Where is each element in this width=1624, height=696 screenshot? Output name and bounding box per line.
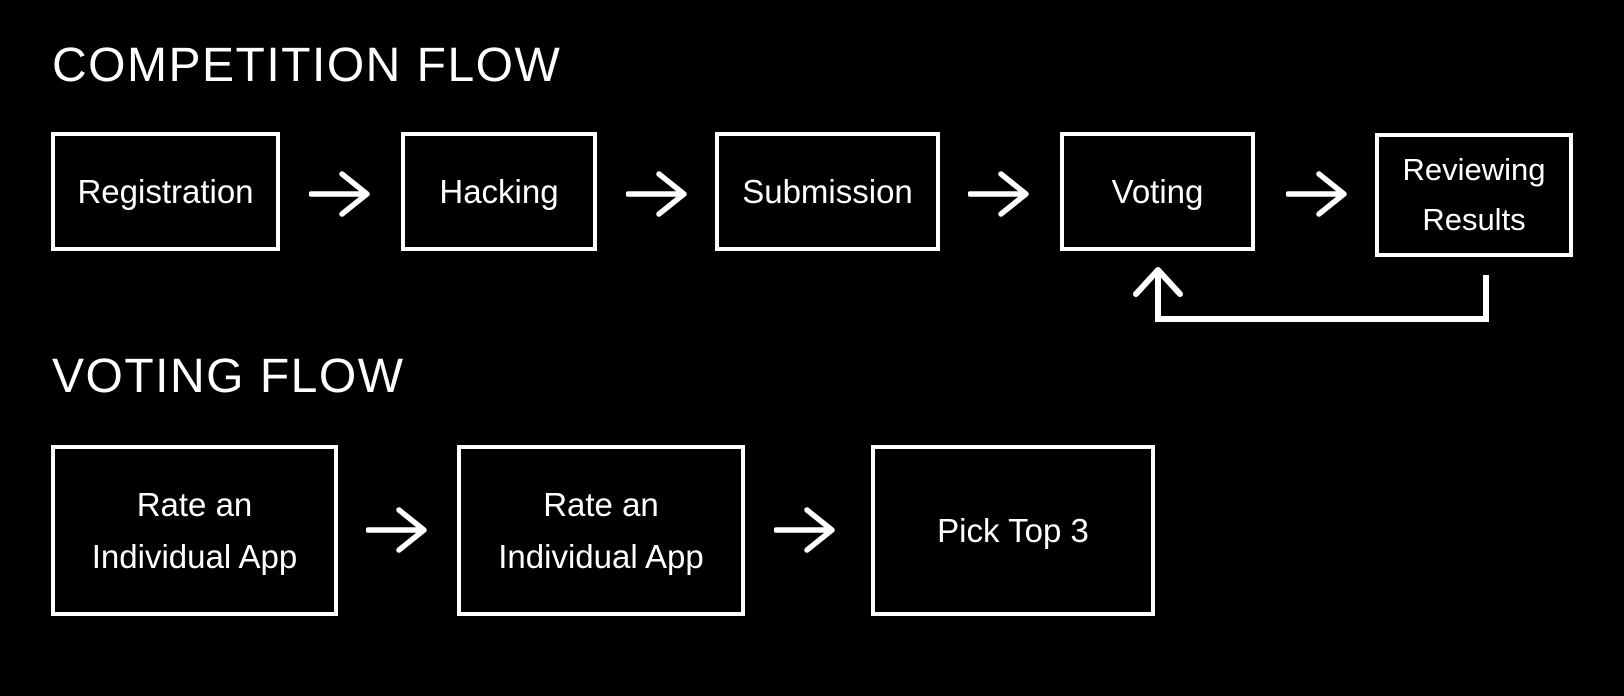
node-label: Rate an <box>136 486 253 524</box>
node-label: Submission <box>742 172 913 210</box>
node-label: Hacking <box>439 172 559 210</box>
arrow-right-icon <box>774 507 835 553</box>
node-label: Results <box>1422 202 1526 237</box>
flow-node-pick-top-3: Pick Top 3 <box>871 445 1155 616</box>
arrow-right-icon <box>309 171 370 217</box>
arrow-right-icon <box>1286 171 1347 217</box>
flow-node-registration: Registration <box>51 132 280 251</box>
loop-back-arrow-icon <box>1133 267 1489 322</box>
node-label: Voting <box>1111 172 1204 210</box>
section-title-voting-flow: VOTING FLOW <box>52 350 405 403</box>
flow-node-hacking: Hacking <box>401 132 597 251</box>
flow-node-voting: Voting <box>1060 132 1255 251</box>
node-label: Individual App <box>498 537 704 575</box>
node-label: Rate an <box>543 486 659 524</box>
node-label: Reviewing <box>1402 151 1546 187</box>
arrow-right-icon <box>366 507 427 553</box>
flow-node-rate-individual-app-1: Rate an Individual App <box>51 445 338 616</box>
flow-node-reviewing-results: Reviewing Results <box>1375 133 1573 257</box>
arrow-right-icon <box>626 171 687 217</box>
section-title-competition-flow: COMPETITION FLOW <box>52 39 562 92</box>
node-label: Registration <box>77 172 254 210</box>
flow-node-rate-individual-app-2: Rate an Individual App <box>457 445 745 616</box>
node-label: Individual App <box>91 537 298 575</box>
arrow-right-icon <box>968 171 1029 217</box>
flow-node-submission: Submission <box>715 132 940 251</box>
node-label: Pick Top 3 <box>937 511 1089 549</box>
